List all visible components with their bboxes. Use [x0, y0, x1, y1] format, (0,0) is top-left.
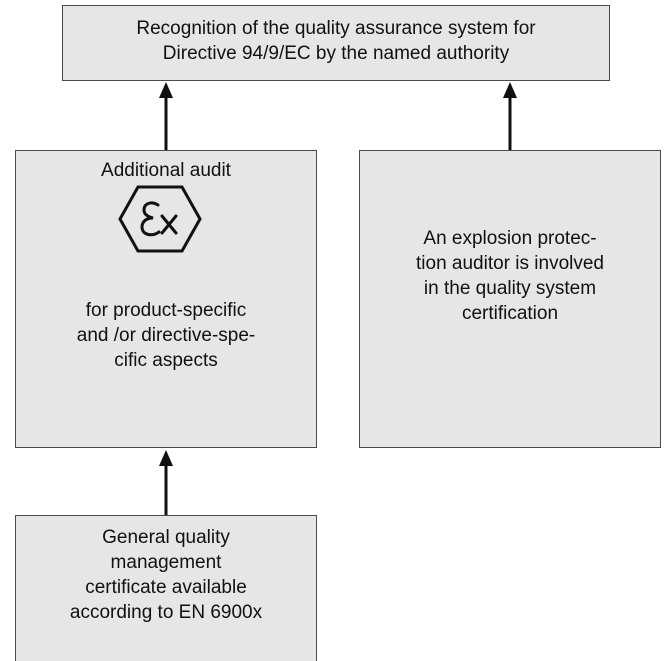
qm-line-3: certificate available: [85, 577, 247, 598]
arrow-right-to-top: [503, 82, 517, 150]
audit-line-3: cific aspects: [114, 350, 218, 371]
recognition-line-2: Directive 94/9/EC by the named authority: [162, 43, 510, 64]
explosion-auditor-box: An explosion protec- tion auditor is inv…: [359, 150, 661, 448]
additional-audit-box: Additional audit for product-specific an…: [15, 150, 317, 448]
general-qm-certificate-box: General quality management certificate a…: [15, 515, 317, 661]
auditor-line-2: tion auditor is involved: [416, 253, 604, 274]
recognition-box: Recognition of the quality assurance sys…: [62, 5, 610, 81]
audit-line-1: for product-specific: [85, 300, 247, 321]
qm-line-1: General quality: [102, 527, 230, 548]
qm-line-2: management: [110, 552, 222, 573]
audit-line-2: and /or directive-spe-: [76, 325, 256, 346]
auditor-line-3: in the quality system: [423, 278, 597, 299]
recognition-line-1: Recognition of the quality assurance sys…: [136, 18, 536, 39]
auditor-line-1: An explosion protec-: [423, 228, 597, 249]
explosion-auditor-text: An explosion protec- tion auditor is inv…: [360, 226, 660, 326]
additional-audit-text: for product-specific and /or directive-s…: [16, 298, 316, 373]
additional-audit-title: Additional audit: [101, 160, 231, 181]
arrow-left-to-top: [159, 82, 173, 150]
ex-explosion-protection-icon: [118, 185, 202, 253]
auditor-line-4: certification: [461, 303, 559, 324]
general-qm-text: General quality management certificate a…: [16, 525, 316, 625]
recognition-text: Recognition of the quality assurance sys…: [63, 16, 609, 66]
qm-line-4: according to EN 6900x: [69, 602, 263, 623]
arrow-bottom-to-left: [159, 450, 173, 515]
